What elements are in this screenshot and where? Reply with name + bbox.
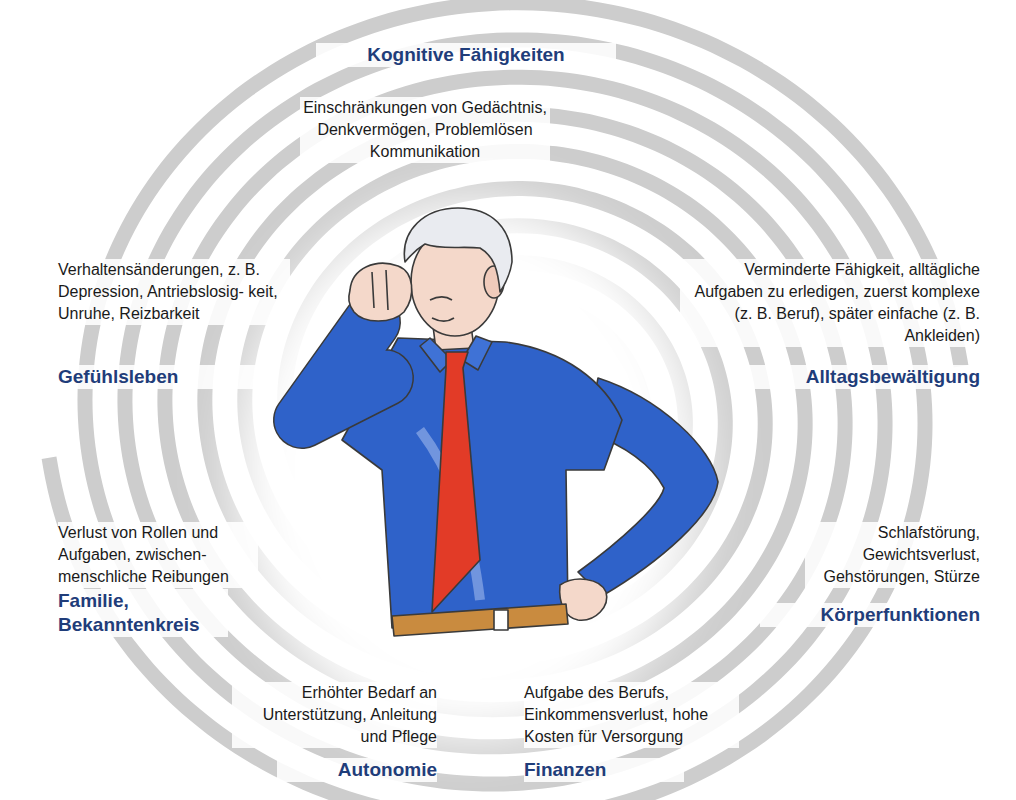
category-text: Aufgabe des Berufs, Einkommensverlust, h… <box>524 682 739 748</box>
category-text: Einschränkungen von Gedächtnis, Denkverm… <box>300 97 550 163</box>
belt <box>392 604 568 636</box>
fingers <box>372 270 388 310</box>
spiral-background <box>49 3 961 800</box>
hair <box>404 208 512 292</box>
man-figure <box>302 208 718 636</box>
category-heading: Alltagsbewältigung <box>730 365 980 389</box>
arm <box>302 322 385 420</box>
glow <box>235 200 705 740</box>
category-text: Verlust von Rollen und Aufgaben, zwische… <box>58 522 258 588</box>
buckle <box>494 610 508 630</box>
category-text: Schlafstörung, Gewichtsverlust, Gehstöru… <box>805 522 980 588</box>
tie <box>432 352 480 612</box>
category-heading: Gefühlsleben <box>58 365 258 389</box>
category-heading: Finanzen <box>524 758 684 782</box>
fist <box>349 263 412 321</box>
eye <box>430 297 452 300</box>
category-heading: Familie, Bekanntenkreis <box>58 589 228 637</box>
category-heading: Autonomie <box>277 758 437 782</box>
spiral-arm <box>85 3 961 784</box>
mouth <box>432 318 454 321</box>
category-heading: Kognitive Fähigkeiten <box>316 43 616 67</box>
arm-outline <box>302 322 385 420</box>
category-text: Verhaltensänderungen, z. B. Depression, … <box>58 259 290 325</box>
category-heading: Körperfunktionen <box>760 603 980 627</box>
category-text: Verminderte Fähigkeit, alltägliche Aufga… <box>680 259 980 347</box>
category-text: Erhöhter Bedarf an Unterstützung, Anleit… <box>232 682 437 748</box>
